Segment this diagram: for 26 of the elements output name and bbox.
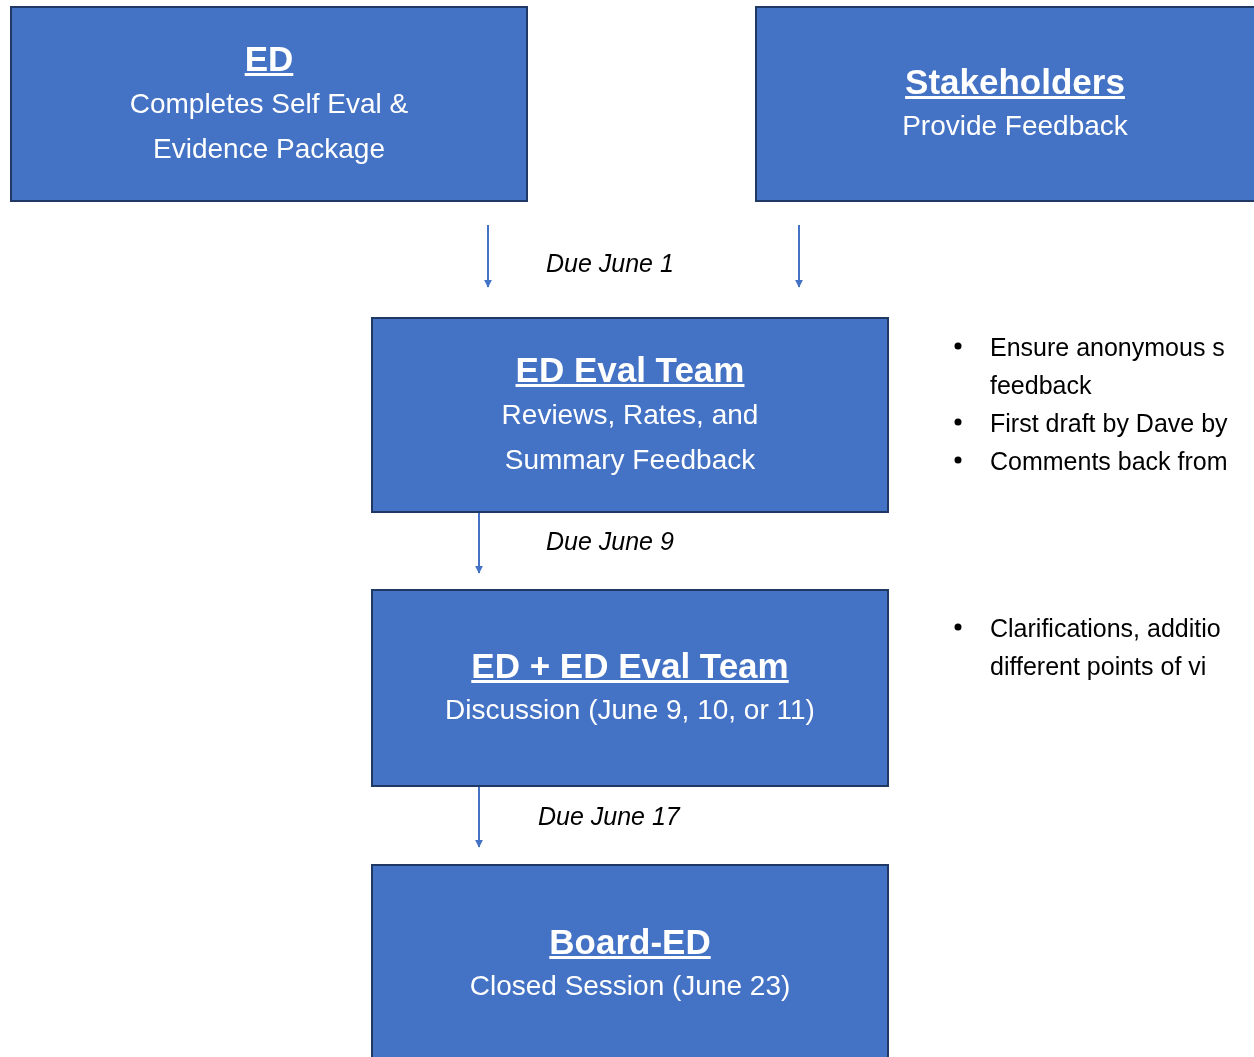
box-description: Closed Session (June 23) [468,969,792,1004]
process-box [755,6,1254,202]
box-heading: ED Eval Team [515,349,745,392]
box-description: Reviews, Rates, and Summary Feedback [500,397,760,477]
bullet-note: First draft by Dave by [990,408,1229,439]
process-box [10,6,528,202]
box-description: Discussion (June 9, 10, or 11) [444,693,816,728]
process-box [371,589,889,787]
arrow [475,512,483,574]
bullet-note: Ensure anonymous s feedback [990,332,1226,401]
box-heading: ED [244,38,294,81]
bullet-note: Clarifications, additio different points of vi [990,613,1222,682]
process-box [371,864,889,1057]
process-box [371,317,889,513]
box-description: Completes Self Eval & Evidence Package [128,86,410,166]
due-date-label: Due June 17 [538,802,680,831]
arrow [475,786,483,848]
arrow [484,224,492,288]
bullet-note: Comments back from [990,446,1229,477]
due-date-label: Due June 1 [546,249,674,278]
box-heading: Stakeholders [905,60,1125,103]
due-date-label: Due June 9 [546,527,674,556]
box-description: Provide Feedback [901,109,1129,144]
box-heading: Board-ED [549,920,711,963]
box-heading: ED + ED Eval Team [471,644,789,687]
arrow [795,224,803,288]
